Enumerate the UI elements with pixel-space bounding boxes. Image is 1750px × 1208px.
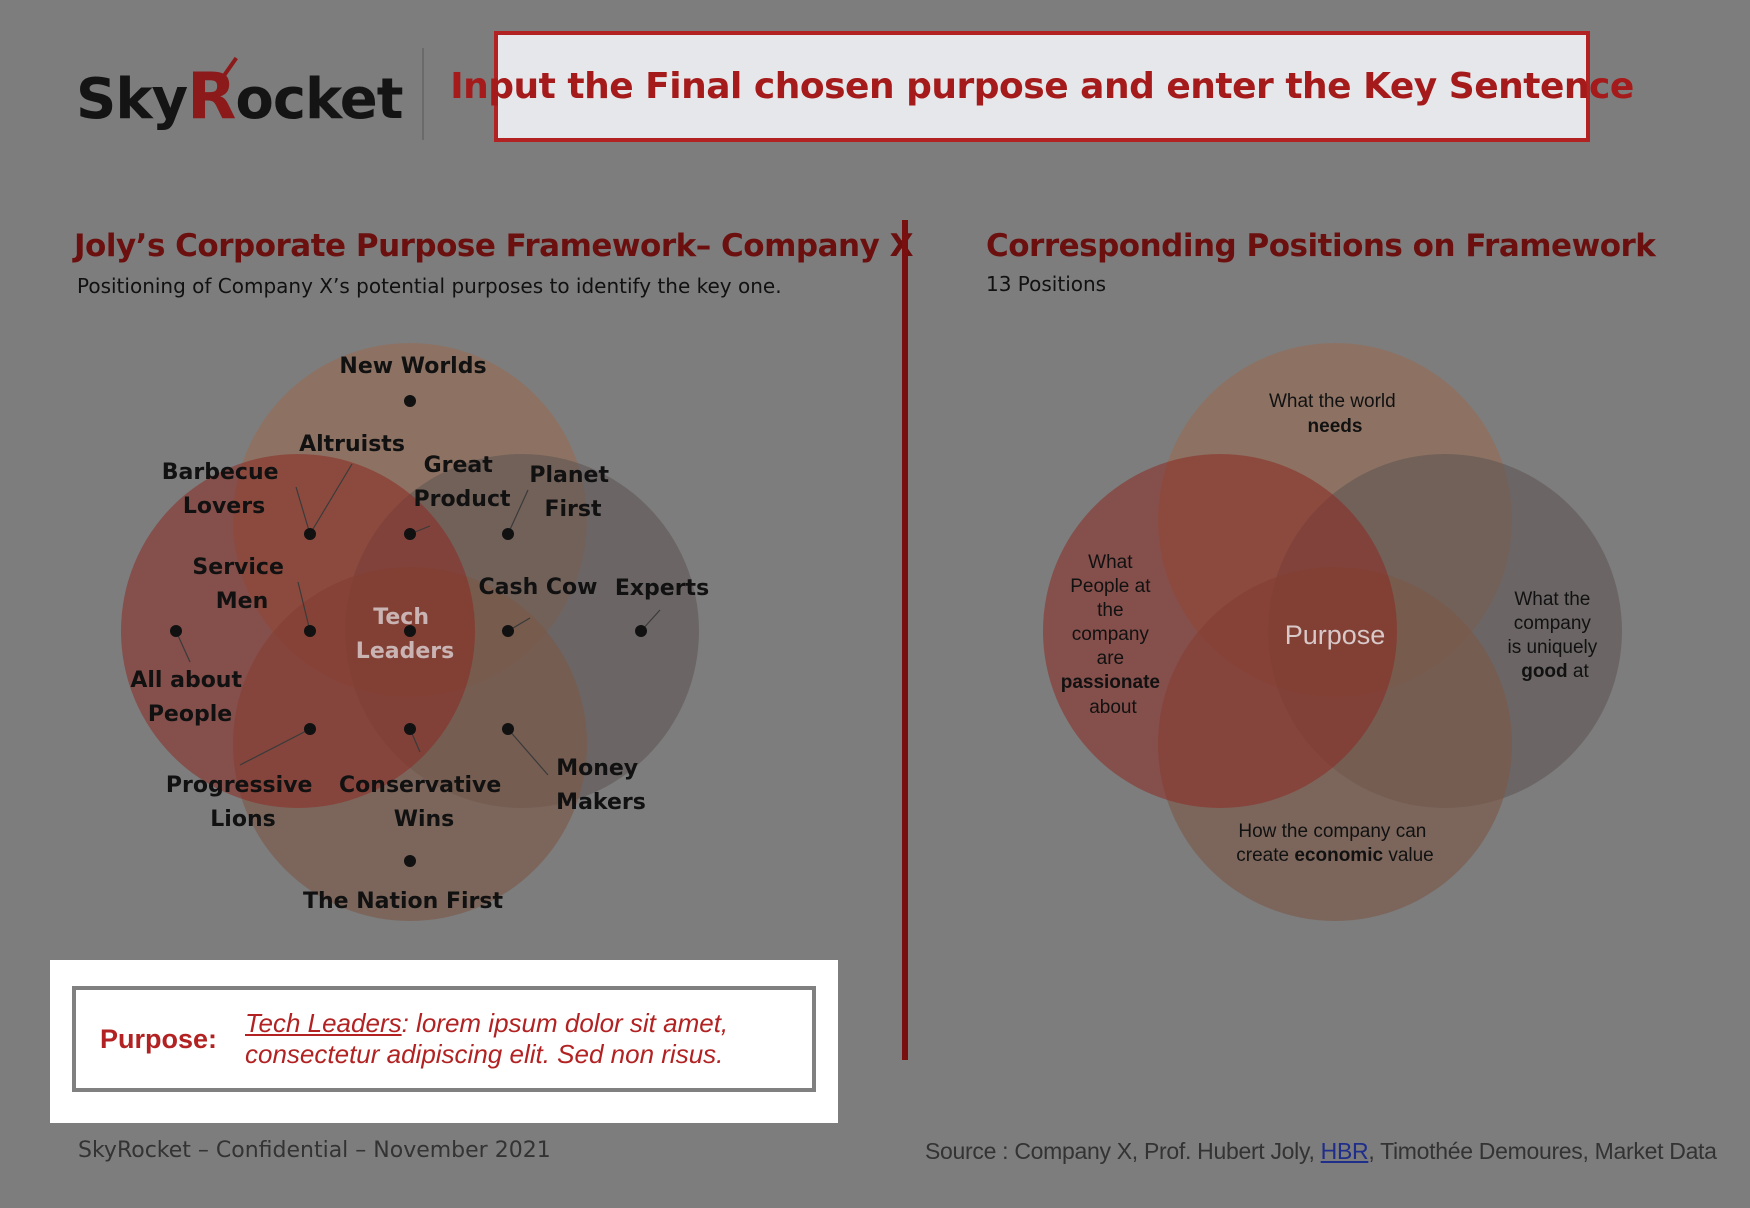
position-dot-great-product: [404, 528, 416, 540]
label-conservative-wins: Conservative Wins: [339, 773, 509, 832]
label-tech-leaders: Tech Leaders: [356, 605, 454, 664]
footer-source: Source : Company X, Prof. Hubert Joly, H…: [925, 1138, 1717, 1164]
left-subtitle: Positioning of Company X’s potential pur…: [77, 274, 782, 298]
right-subtitle: 13 Positions: [986, 272, 1107, 296]
position-dot-altruists: [304, 528, 316, 540]
section-divider: [902, 220, 908, 1060]
leader-line: [239, 728, 311, 766]
label-cash-cow: Cash Cow: [479, 575, 598, 600]
purpose-link[interactable]: Tech Leaders: [245, 1008, 402, 1038]
position-dot-conservative-wins: [404, 723, 416, 735]
instruction-callout: Input the Final chosen purpose and enter…: [450, 31, 1634, 142]
position-dot-money-makers: [502, 723, 514, 735]
label-money-makers: Money Makers: [556, 756, 646, 815]
purpose-label: Purpose:: [100, 1024, 218, 1054]
leader-line: [507, 728, 549, 776]
right-label-bottom: How the company can create economic valu…: [1236, 821, 1434, 866]
left-title: Joly’s Corporate Purpose Framework– Comp…: [74, 228, 913, 264]
leader-line: [309, 463, 353, 535]
label-progressive-lions: Progressive Lions: [166, 773, 320, 832]
right-venn-circle-left: [1043, 454, 1397, 808]
purpose-line2: consectetur adipiscing elit. Sed non ris…: [245, 1039, 724, 1069]
label-service-men: Service Men: [192, 555, 291, 614]
right-label-top: What the world needs: [1269, 391, 1401, 437]
left-venn: New Worlds Altruists Barbecue Lovers Gre…: [121, 343, 709, 921]
label-experts: Experts: [615, 576, 709, 601]
position-dot-planet-first: [502, 528, 514, 540]
hbr-link[interactable]: HBR: [1320, 1138, 1369, 1164]
right-label-right: What the company is uniquely good at: [1507, 589, 1602, 682]
skyrocket-logo: SkyRocket: [76, 52, 404, 142]
leader-line: [507, 489, 529, 535]
purpose-line1-rest: : lorem ipsum dolor sit amet,: [401, 1008, 729, 1038]
position-dot-tech-leaders: [404, 625, 416, 637]
label-great-product: Great Product: [413, 453, 511, 512]
label-all-about-people: All about People: [130, 668, 249, 727]
header-separator: [422, 48, 424, 140]
position-dot-new-worlds: [404, 395, 416, 407]
left-venn-circle-left: [121, 454, 475, 808]
right-title: Corresponding Positions on Framework: [986, 228, 1656, 264]
label-altruists: Altruists: [299, 432, 405, 457]
position-dot-service-men: [304, 625, 316, 637]
position-dot-all-about-people: [170, 625, 182, 637]
position-dot-progressive-lions: [304, 723, 316, 735]
footer-confidential: SkyRocket – Confidential – November 2021: [78, 1138, 551, 1163]
leader-line: [297, 581, 311, 632]
leader-line: [295, 486, 311, 535]
label-nation-first: The Nation First: [303, 889, 504, 914]
position-dot-nation-first: [404, 855, 416, 867]
purpose-box[interactable]: [72, 986, 816, 1092]
right-label-left: What People at the company are passionat…: [1061, 552, 1166, 718]
position-dot-cash-cow: [502, 625, 514, 637]
label-planet-first: Planet First: [529, 463, 616, 522]
label-new-worlds: New Worlds: [339, 354, 486, 379]
purpose-sentence[interactable]: Tech Leaders: lorem ipsum dolor sit amet…: [245, 1008, 728, 1070]
right-venn: What the world needs What People at the …: [1043, 343, 1622, 921]
instruction-text: Input the Final chosen purpose and enter…: [450, 66, 1634, 107]
right-label-center: Purpose: [1285, 620, 1386, 650]
position-dot-experts: [635, 625, 647, 637]
label-barbecue-lovers: Barbecue Lovers: [162, 460, 286, 519]
